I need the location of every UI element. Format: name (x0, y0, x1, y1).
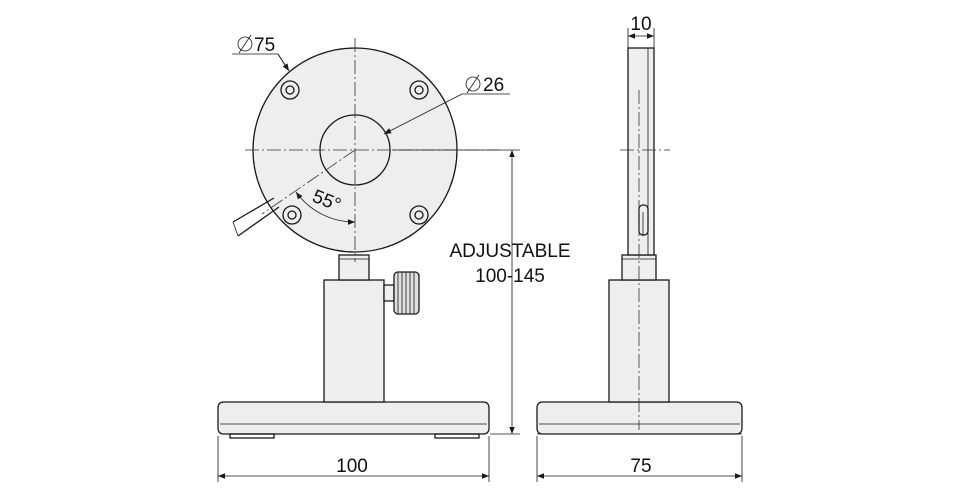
front-view: 55° 75 26 ADJUSTABLE 100-145 100 (217, 34, 571, 482)
side-base (536, 401, 743, 435)
base-depth-label: 75 (630, 456, 651, 477)
plate-thickness-label: 10 (630, 14, 651, 35)
adjustable-label: ADJUSTABLE (449, 241, 570, 262)
adjustable-range-label: 100-145 (475, 266, 545, 287)
thumb-screw-knob (393, 271, 420, 315)
base-width-label: 100 (336, 456, 368, 477)
outer-diameter-callout: 75 (237, 34, 275, 56)
bore-diameter-callout: 26 (465, 74, 504, 96)
front-base (217, 401, 490, 439)
side-plate (627, 47, 655, 256)
bore-diameter-label: 26 (483, 75, 504, 96)
outer-diameter-label: 75 (254, 35, 275, 56)
side-view: 10 75 (536, 14, 743, 482)
front-post (323, 254, 420, 403)
